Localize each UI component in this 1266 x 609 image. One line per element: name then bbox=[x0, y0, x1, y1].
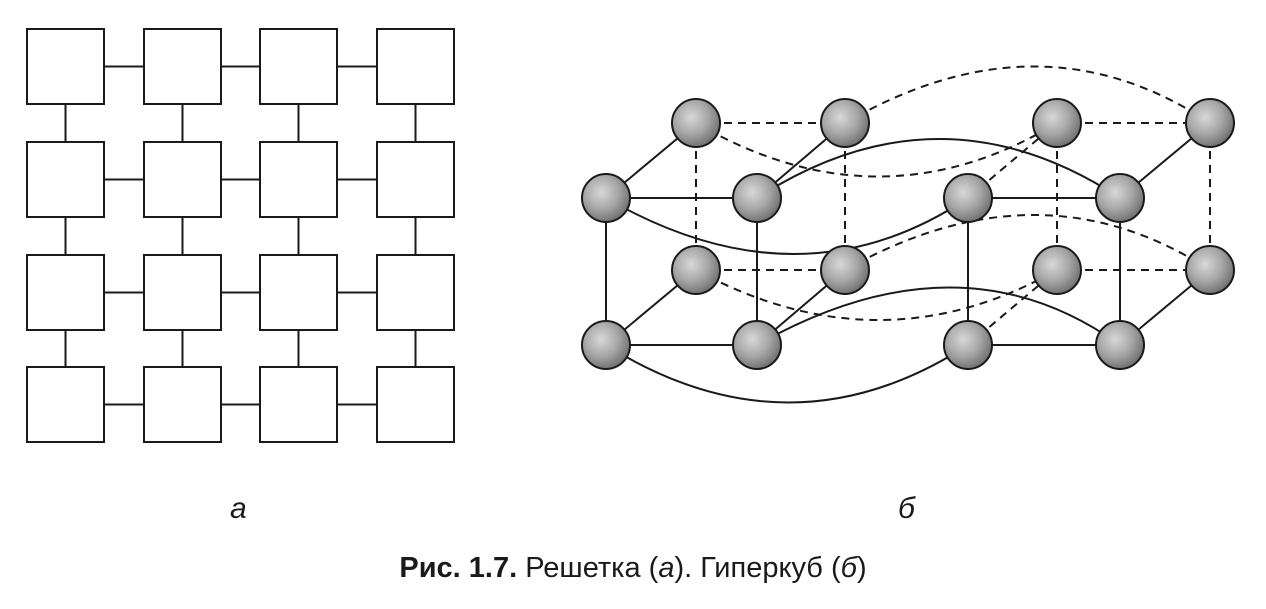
hypercube-node bbox=[943, 320, 993, 370]
mesh-node bbox=[376, 366, 455, 443]
caption-part1: Решетка ( bbox=[517, 552, 659, 584]
hypercube-link bbox=[756, 138, 1121, 199]
hypercube-node bbox=[581, 320, 631, 370]
label-mesh: а bbox=[230, 492, 247, 525]
mesh-node bbox=[376, 28, 455, 105]
hypercube-link bbox=[605, 344, 969, 404]
mesh-node bbox=[376, 254, 455, 331]
hypercube-node bbox=[732, 320, 782, 370]
caption-number: Рис. 1.7. bbox=[399, 552, 518, 584]
hypercube-node bbox=[1095, 173, 1145, 223]
hypercube-node bbox=[581, 173, 631, 223]
mesh-node bbox=[143, 366, 222, 443]
hypercube-node bbox=[820, 98, 870, 148]
mesh-node bbox=[26, 366, 105, 443]
hypercube-node bbox=[820, 245, 870, 295]
label-hypercube: б bbox=[898, 492, 915, 525]
mesh-diagram bbox=[26, 28, 455, 443]
caption-part3: ) bbox=[856, 552, 867, 584]
mesh-node bbox=[26, 254, 105, 331]
mesh-node bbox=[143, 28, 222, 105]
mesh-node bbox=[259, 141, 338, 218]
mesh-node bbox=[259, 366, 338, 443]
hypercube-node bbox=[671, 245, 721, 295]
mesh-node bbox=[259, 28, 338, 105]
figure-caption: Рис. 1.7. Решетка (а). Гиперкуб (б) bbox=[0, 552, 1266, 585]
hypercube-node bbox=[1185, 98, 1235, 148]
hypercube-link bbox=[695, 122, 1058, 178]
mesh-node bbox=[376, 141, 455, 218]
mesh-node bbox=[259, 254, 338, 331]
hypercube-link bbox=[844, 214, 1211, 271]
hypercube-link bbox=[844, 65, 1211, 124]
hypercube-link bbox=[756, 286, 1121, 346]
hypercube-node bbox=[1185, 245, 1235, 295]
hypercube-node bbox=[1095, 320, 1145, 370]
caption-ref-b: б bbox=[840, 552, 857, 584]
caption-ref-a: а bbox=[658, 552, 675, 584]
mesh-node bbox=[26, 28, 105, 105]
hypercube-link bbox=[695, 269, 1058, 321]
hypercube-node bbox=[671, 98, 721, 148]
hypercube-node bbox=[732, 173, 782, 223]
caption-part2: ). Гиперкуб ( bbox=[674, 552, 841, 584]
mesh-node bbox=[26, 141, 105, 218]
mesh-node bbox=[143, 141, 222, 218]
hypercube-node bbox=[1032, 245, 1082, 295]
hypercube-nodes bbox=[581, 98, 1235, 370]
hypercube-node bbox=[1032, 98, 1082, 148]
mesh-node bbox=[143, 254, 222, 331]
hypercube-link bbox=[605, 197, 969, 255]
hypercube-node bbox=[943, 173, 993, 223]
